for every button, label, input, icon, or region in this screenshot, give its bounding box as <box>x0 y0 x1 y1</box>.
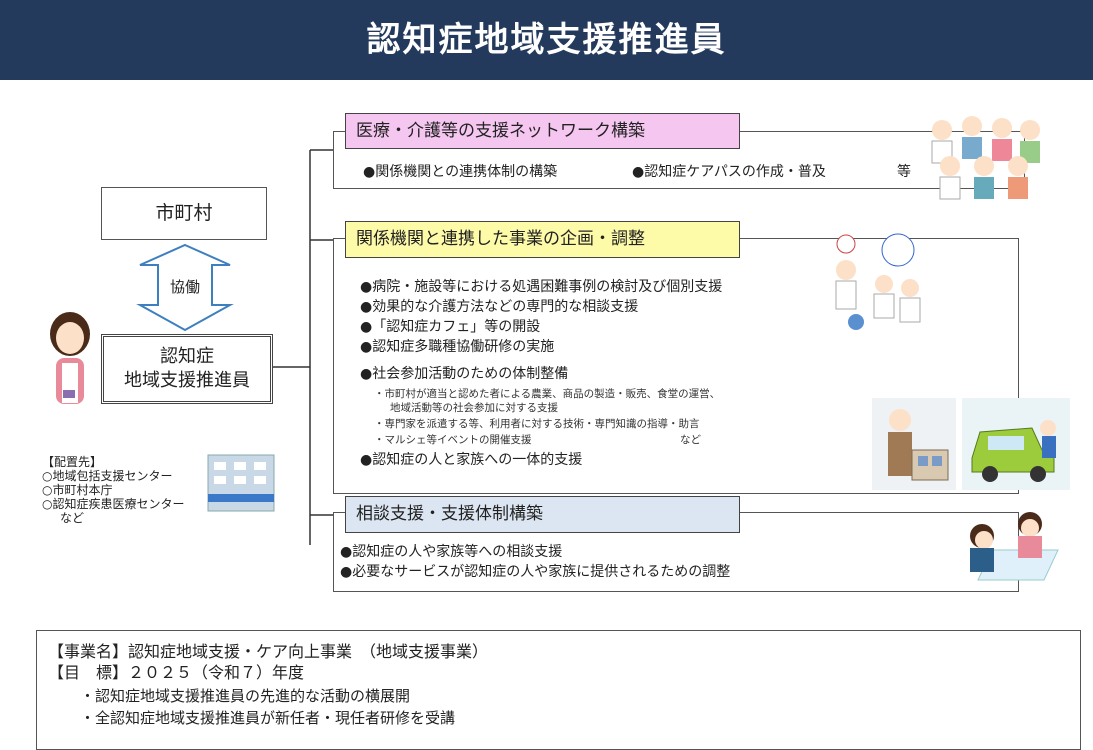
page-title: 認知症地域支援推進員 <box>366 20 727 60</box>
placement-item: ○認知症疾患医療センター <box>42 497 185 511</box>
section2-bullet: ●認知症の人と家族への一体的支援 <box>360 452 583 468</box>
section2-bullet: ●「認知症カフェ」等の開設 <box>360 319 541 335</box>
section1-heading: 医療・介護等の支援ネットワーク構築 <box>345 113 740 149</box>
section1-bullet: 等 <box>897 164 911 180</box>
placement-item: ○市町村本庁 <box>42 483 113 497</box>
section2-sub-bullet: ・専門家を派遣する等、利用者に対する技術・専門知識の指導・助言 <box>374 418 700 430</box>
double-arrow-icon <box>136 243 234 332</box>
collab-label: 協働 <box>169 278 200 296</box>
municipality-box <box>101 187 267 240</box>
promoter-line1: 認知症 <box>160 346 214 367</box>
section2-sub-bullet: ・マルシェ等イベントの開催支援 <box>374 434 532 446</box>
section2-bullet: ●社会参加活動のための体制整備 <box>360 366 569 382</box>
section2-bullet: ●病院・施設等における処遇困難事例の検討及び個別支援 <box>360 279 723 295</box>
medical-staff-icon <box>931 116 1040 200</box>
consultation-icon <box>835 233 921 330</box>
section2-bullet: ●認知症多職種協働研修の実施 <box>360 339 555 355</box>
promoter-line2: 地域支援推進員 <box>124 370 250 391</box>
section3-bullet: ●認知症の人や家族等への相談支援 <box>340 544 563 560</box>
footer-goal-item: ・全認知症地域支援推進員が新任者・現任者研修を受講 <box>80 709 456 727</box>
footer-business-name: 【事業名】認知症地域支援・ケア向上事業 （地域支援事業） <box>48 642 489 661</box>
footer-goal-item: ・認知症地域支援推進員の先進的な活動の横展開 <box>80 687 411 705</box>
section2-heading: 関係機関と連携した事業の企画・調整 <box>345 221 740 258</box>
section2-sub-bullet: など <box>680 434 701 446</box>
food-truck-icon <box>962 398 1070 490</box>
section1-bullet: ●認知症ケアパスの作成・普及 <box>632 164 826 180</box>
section3-bullet: ●必要なサービスが認知症の人や家族に提供されるための調整 <box>340 564 731 580</box>
placement-item: ○地域包括支援センター <box>42 469 173 483</box>
section2-sub-bullet: 地域活動等の社会参加に対する支援 <box>390 402 558 414</box>
building-icon <box>207 454 275 512</box>
placement-title: 【配置先】 <box>42 455 103 469</box>
footer-goal: 【目 標】２０２５（令和７）年度 <box>48 663 305 682</box>
section2-sub-bullet: ・市町村が適当と認めた者による農業、商品の製造・販売、食堂の運営、 <box>374 388 721 400</box>
counseling-icon <box>970 512 1059 581</box>
placement-item: など <box>60 511 85 525</box>
promoter-box: 認知症 地域支援推進員 <box>101 334 273 404</box>
title-bar <box>0 0 1093 80</box>
section3-heading: 相談支援・支援体制構築 <box>345 496 740 533</box>
municipality-label: 市町村 <box>155 202 213 224</box>
section2-bullet: ●効果的な介護方法などの専門的な相談支援 <box>360 299 639 315</box>
section1-bullet: ●関係機関との連携体制の構築 <box>363 164 558 180</box>
farmer-icon <box>872 398 956 490</box>
promoter-woman-icon <box>50 312 90 404</box>
